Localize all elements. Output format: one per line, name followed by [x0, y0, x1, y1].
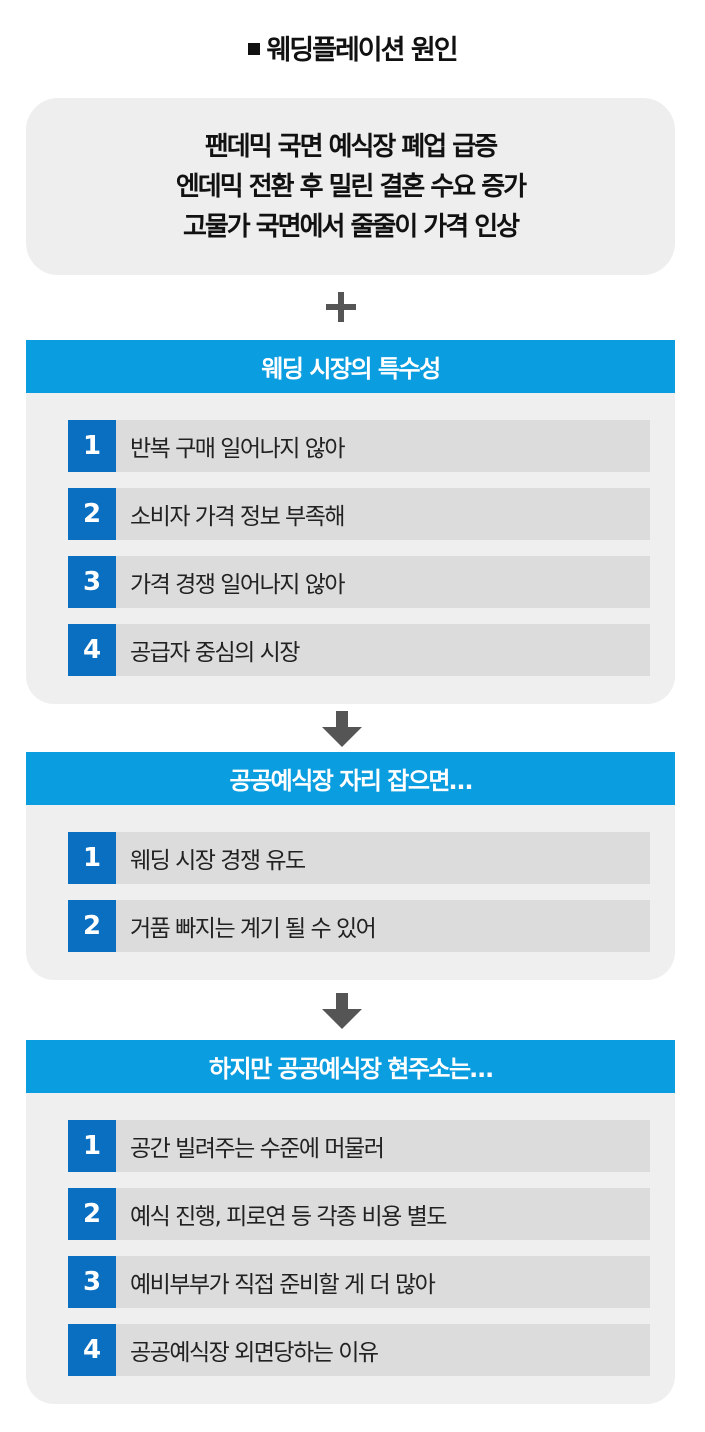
plus-icon — [326, 292, 356, 322]
section-public-venue-status: 하지만 공공예식장 현주소는… 1 공간 빌려주는 수준에 머물러 2 예식 진행,… — [26, 1040, 675, 1404]
section-heading: 하지만 공공예식장 현주소는… — [26, 1040, 675, 1093]
page-title: 웨딩플레이션 원인 — [0, 28, 705, 67]
section-heading: 웨딩 시장의 특수성 — [26, 340, 675, 393]
cause-line: 팬데믹 국면 예식장 폐업 급증 — [204, 131, 498, 162]
list-item: 3 가격 경쟁 일어나지 않아 — [68, 556, 650, 608]
list-item: 2 소비자 가격 정보 부족해 — [68, 488, 650, 540]
item-number: 2 — [68, 1188, 116, 1240]
item-number: 1 — [68, 420, 116, 472]
item-number: 4 — [68, 1324, 116, 1376]
item-number: 1 — [68, 1120, 116, 1172]
list-item: 2 거품 빠지는 계기 될 수 있어 — [68, 900, 650, 952]
item-text: 반복 구매 일어나지 않아 — [130, 436, 346, 462]
item-number: 4 — [68, 624, 116, 676]
item-number: 3 — [68, 1256, 116, 1308]
cause-line: 엔데믹 전환 후 밀린 결혼 수요 증가 — [175, 171, 527, 202]
section-market-specifics: 웨딩 시장의 특수성 1 반복 구매 일어나지 않아 2 소비자 가격 정보 부족해… — [26, 340, 675, 704]
list-item: 4 공급자 중심의 시장 — [68, 624, 650, 676]
section-public-venue-effects: 공공예식장 자리 잡으면… 1 웨딩 시장 경쟁 유도 2 거품 빠지는 계기 될 … — [26, 752, 675, 980]
item-number: 1 — [68, 832, 116, 884]
item-text: 가격 경쟁 일어나지 않아 — [130, 572, 346, 598]
item-text: 예비부부가 직접 준비할 게 더 많아 — [130, 1272, 436, 1298]
list-item: 1 공간 빌려주는 수준에 머물러 — [68, 1120, 650, 1172]
item-text: 예식 진행, 피로연 등 각종 비용 별도 — [130, 1204, 447, 1230]
list-item: 1 반복 구매 일어나지 않아 — [68, 420, 650, 472]
item-number: 2 — [68, 488, 116, 540]
arrow-down-icon — [322, 711, 362, 749]
item-text: 거품 빠지는 계기 될 수 있어 — [130, 916, 377, 942]
item-text: 공간 빌려주는 수준에 머물러 — [130, 1136, 385, 1162]
list-item: 4 공공예식장 외면당하는 이유 — [68, 1324, 650, 1376]
causes-box: 팬데믹 국면 예식장 폐업 급증 엔데믹 전환 후 밀린 결혼 수요 증가 고물… — [26, 98, 675, 275]
item-number: 2 — [68, 900, 116, 952]
section-heading: 공공예식장 자리 잡으면… — [26, 752, 675, 805]
arrow-down-icon — [322, 993, 362, 1031]
item-text: 소비자 가격 정보 부족해 — [130, 504, 346, 530]
square-bullet-icon — [248, 42, 261, 55]
list-item: 1 웨딩 시장 경쟁 유도 — [68, 832, 650, 884]
list-item: 2 예식 진행, 피로연 등 각종 비용 별도 — [68, 1188, 650, 1240]
item-text: 공급자 중심의 시장 — [130, 640, 300, 666]
item-text: 웨딩 시장 경쟁 유도 — [130, 848, 306, 874]
cause-line: 고물가 국면에서 줄줄이 가격 인상 — [182, 211, 520, 242]
item-text: 공공예식장 외면당하는 이유 — [130, 1340, 379, 1366]
title-text: 웨딩플레이션 원인 — [266, 35, 458, 66]
item-number: 3 — [68, 556, 116, 608]
list-item: 3 예비부부가 직접 준비할 게 더 많아 — [68, 1256, 650, 1308]
